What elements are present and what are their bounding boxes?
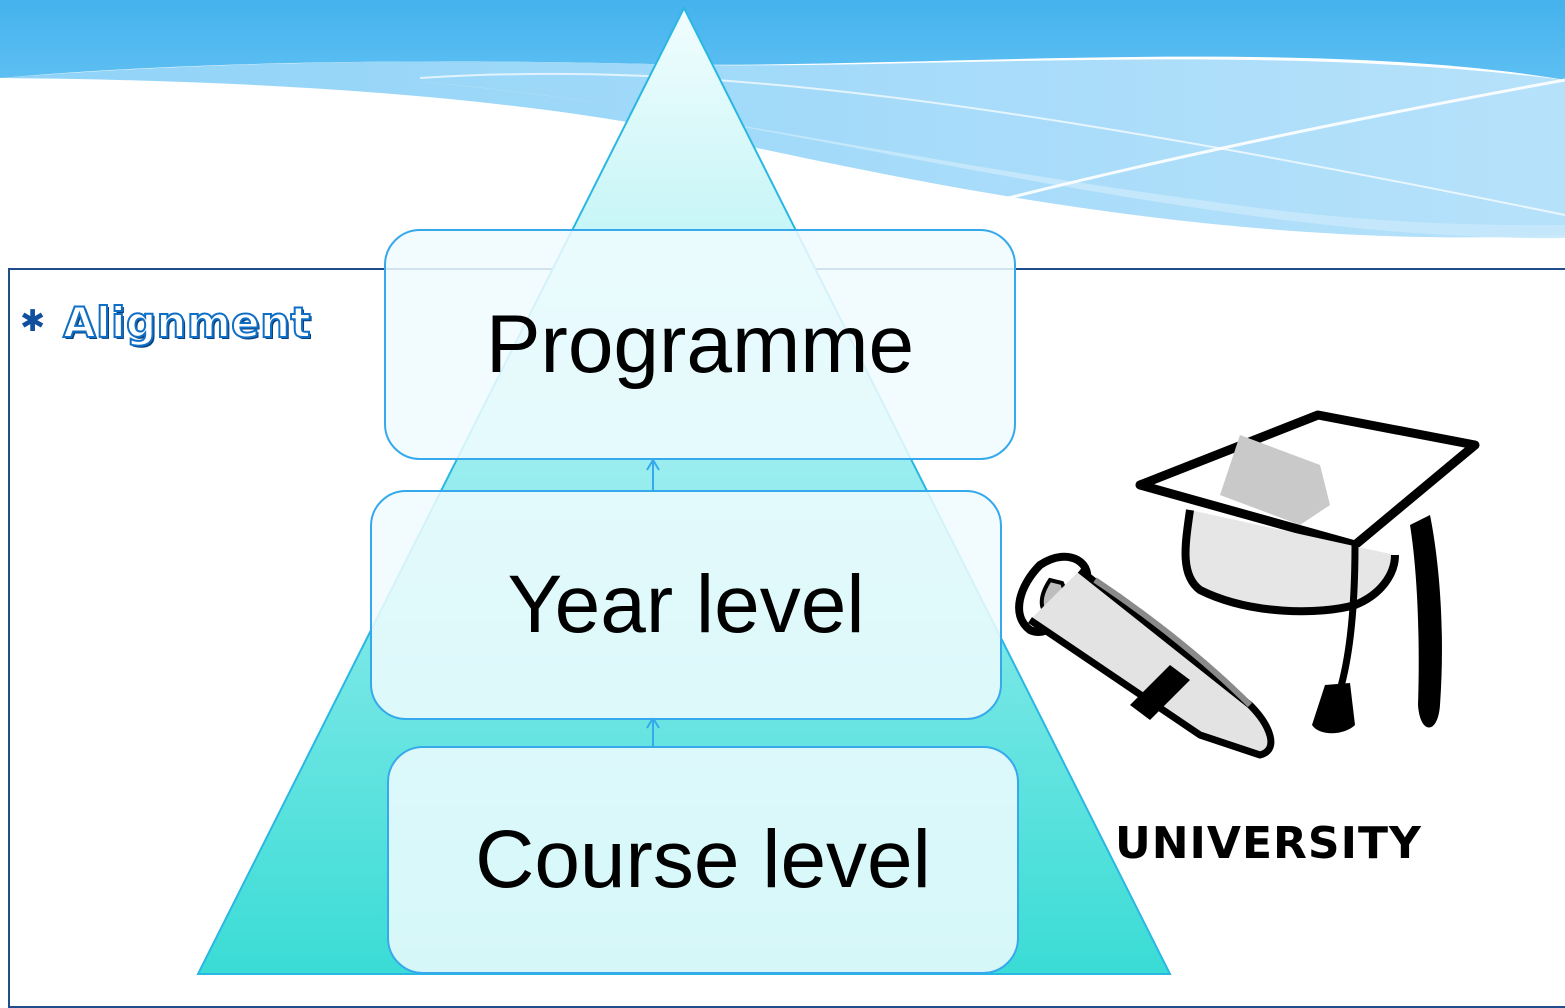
level-box-programme: Programme: [384, 229, 1016, 460]
university-caption: UNIVERSITY: [1115, 818, 1422, 869]
level-box-year: Year level: [370, 490, 1002, 720]
bullet-title-row: ✱ Alignment: [20, 292, 312, 352]
level-label-programme: Programme: [485, 298, 915, 390]
asterisk-bullet-icon: ✱: [20, 304, 46, 339]
level-label-course: Course level: [475, 814, 931, 905]
level-label-year: Year level: [507, 559, 865, 650]
graduation-cap-and-diploma-icon: [1015, 410, 1480, 759]
level-box-course: Course level: [387, 746, 1019, 974]
diploma-scroll-icon: [1015, 552, 1275, 759]
mortarboard-icon: [1135, 410, 1480, 734]
bullet-title: Alignment: [62, 297, 312, 348]
up-arrow-head-icon: [646, 458, 660, 471]
